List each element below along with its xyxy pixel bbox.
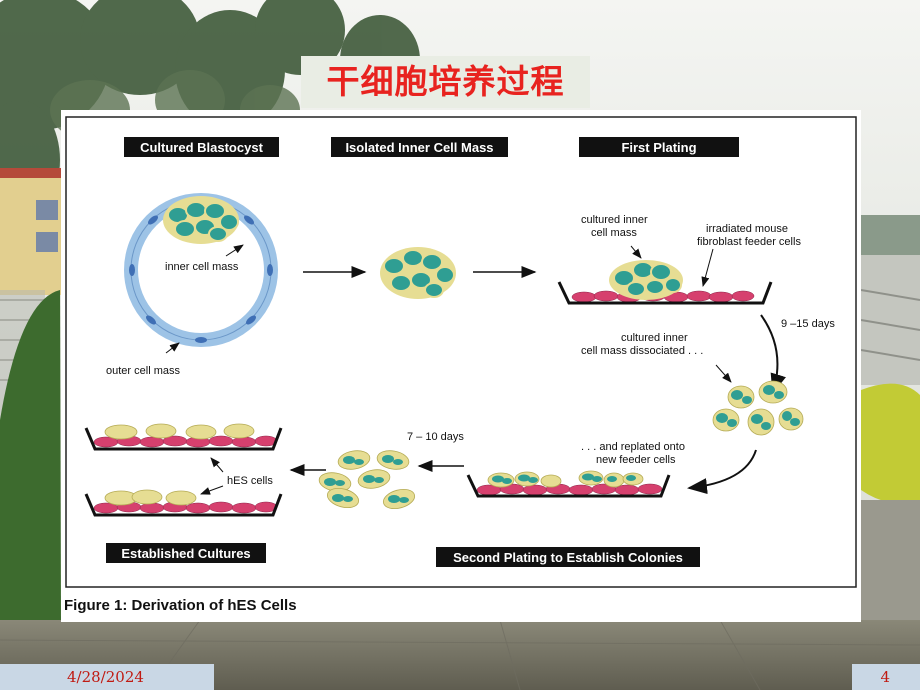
header-first-plating: First Plating (579, 137, 739, 157)
svg-text:Second Plating to Establish Co: Second Plating to Establish Colonies (453, 550, 683, 565)
header-established-cultures: Established Cultures (106, 543, 266, 563)
dissociated-cell-clumps: cultured inner cell mass dissociated . .… (581, 332, 804, 436)
blastocyst: inner cell mass outer cell mass (106, 193, 278, 377)
figure-caption: Figure 1: Derivation of hES Cells (64, 597, 297, 614)
header-isolated-inner-cell-mass: Isolated Inner Cell Mass (331, 137, 508, 157)
svg-text:Cultured Blastocyst: Cultured Blastocyst (140, 140, 263, 155)
header-cultured-blastocyst: Cultured Blastocyst (124, 137, 279, 157)
svg-text:7 – 10 days: 7 – 10 days (407, 431, 464, 443)
svg-text:. . . and replated onto: . . . and replated onto (581, 441, 685, 453)
arrow-to-second-plating (687, 449, 757, 495)
hes-derivation-diagram: Cultured Blastocyst Isolated Inner Cell … (64, 116, 857, 614)
footer-date: 4/28/2024 (0, 664, 214, 690)
slide-title: 干细胞培养过程 (301, 56, 590, 108)
svg-text:cultured inner: cultured inner (581, 214, 648, 226)
hedge-right (861, 383, 920, 504)
svg-text:9 –15 days: 9 –15 days (781, 318, 835, 330)
hes-cells-label: hES cells (200, 457, 273, 495)
svg-text:cell mass dissociated . . .: cell mass dissociated . . . (581, 345, 703, 357)
svg-text:fibroblast feeder cells: fibroblast feeder cells (697, 236, 801, 248)
footer-page-number: 4 (852, 664, 920, 690)
svg-text:First Plating: First Plating (621, 140, 696, 155)
svg-text:new feeder cells: new feeder cells (596, 454, 676, 466)
svg-text:cultured inner: cultured inner (621, 332, 688, 344)
figure-panel: Cultured Blastocyst Isolated Inner Cell … (61, 110, 861, 622)
hedge-left (0, 290, 61, 620)
established-dish-bottom (84, 489, 283, 517)
established-dish-top (84, 423, 283, 451)
isolated-inner-cell-mass (380, 247, 456, 299)
header-second-plating: Second Plating to Establish Colonies (436, 547, 700, 567)
svg-text:hES cells: hES cells (227, 475, 273, 487)
svg-text:Isolated Inner Cell Mass: Isolated Inner Cell Mass (345, 140, 493, 155)
first-plating-dish: cultured inner cell mass irradiated mous… (557, 214, 801, 305)
inner-cell-mass-cluster (163, 196, 239, 244)
svg-text:outer cell mass: outer cell mass (106, 365, 180, 377)
svg-text:irradiated mouse: irradiated mouse (706, 223, 788, 235)
hes-colonies (318, 450, 416, 510)
svg-text:Established Cultures: Established Cultures (121, 546, 250, 561)
second-plating-dish: . . . and replated onto new feeder cells (466, 441, 685, 498)
svg-text:inner cell mass: inner cell mass (165, 261, 239, 273)
svg-text:cell mass: cell mass (591, 227, 637, 239)
